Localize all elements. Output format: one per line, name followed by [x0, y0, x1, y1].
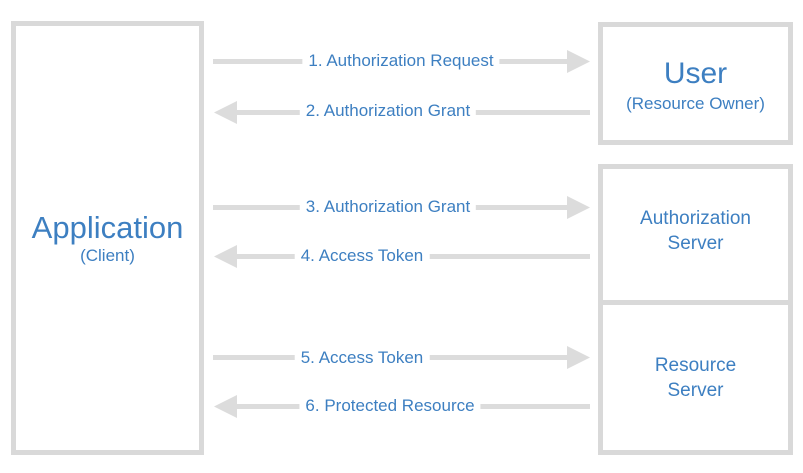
user-title: User	[663, 56, 728, 90]
application-box: Application (Client)	[11, 21, 204, 455]
user-box: User (Resource Owner)	[598, 22, 793, 145]
step-4-label: 4. Access Token	[294, 246, 430, 266]
resource-server-box: Resource Server	[598, 300, 793, 455]
resource-server-title: Resource Server	[654, 354, 737, 401]
step-2-label: 2. Authorization Grant	[299, 101, 477, 121]
step-6-label: 6. Protected Resource	[299, 396, 481, 416]
step-5-label: 5. Access Token	[294, 348, 430, 368]
user-subtitle: (Resource Owner)	[626, 93, 765, 113]
step-1-label: 1. Authorization Request	[302, 51, 500, 71]
authorization-server-box: Authorization Server	[598, 164, 793, 310]
authorization-server-title: Authorization Server	[640, 208, 751, 254]
application-title: Application	[31, 210, 184, 245]
step-3-label: 3. Authorization Grant	[299, 197, 477, 217]
application-subtitle: (Client)	[80, 246, 135, 265]
